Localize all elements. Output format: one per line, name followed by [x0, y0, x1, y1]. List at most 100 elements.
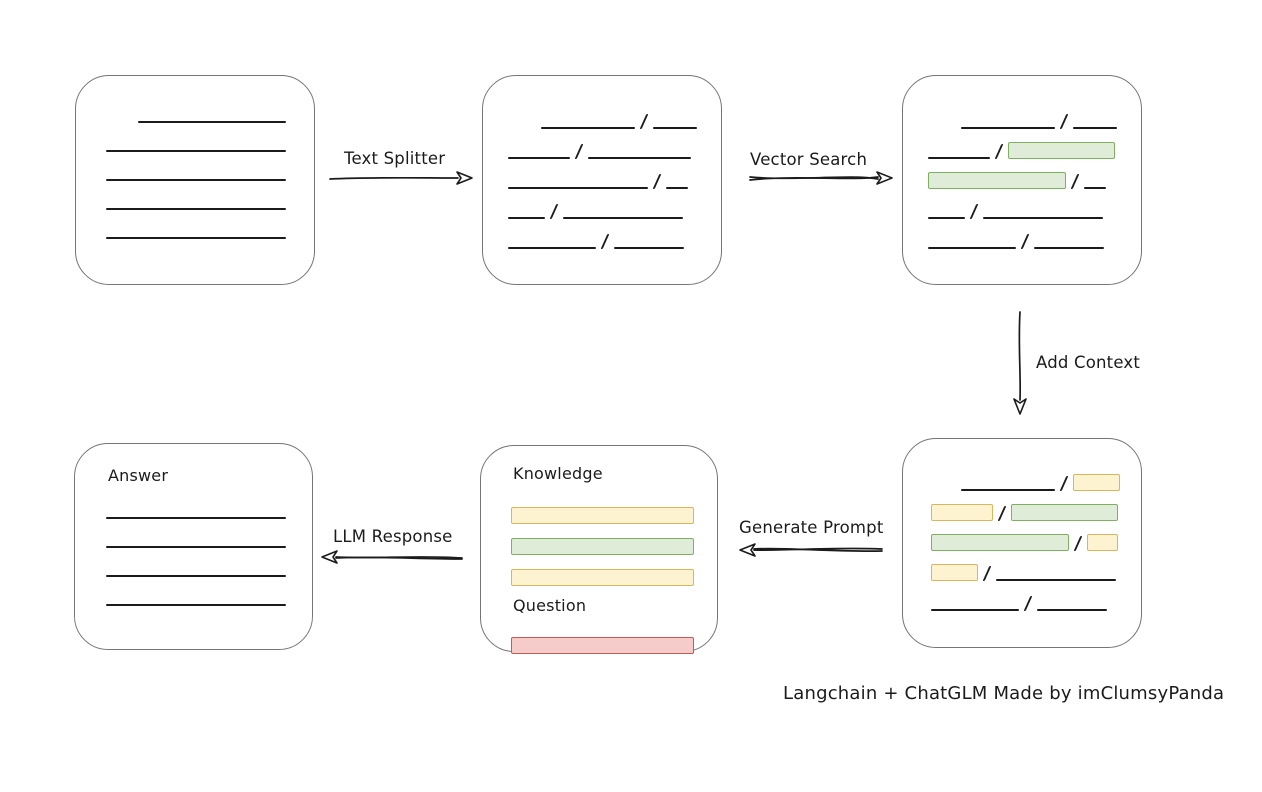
chunk-row — [928, 99, 1118, 129]
vector-search-label: Vector Search — [750, 150, 868, 169]
text-line — [996, 579, 1117, 581]
slash-separator — [639, 114, 649, 129]
question-title: Question — [513, 596, 587, 615]
text-line — [983, 217, 1104, 219]
yellow-highlight-block — [931, 564, 978, 581]
green-highlight-block — [1008, 142, 1116, 159]
text-line — [1073, 127, 1118, 129]
yellow-highlight-block — [1087, 534, 1119, 551]
green-highlight-block — [931, 534, 1069, 551]
answer-lines — [106, 490, 286, 606]
text-line — [106, 237, 286, 239]
text-line — [1037, 609, 1108, 611]
chunk-row — [931, 581, 1120, 611]
question-bars — [511, 623, 696, 654]
red-highlight-block — [511, 637, 694, 654]
knowledge-bars — [511, 493, 696, 586]
yellow-highlight-block — [511, 569, 694, 586]
chunk-row — [931, 521, 1120, 551]
text-splitter-label: Text Splitter — [344, 149, 446, 168]
text-line — [138, 121, 286, 123]
chunk-row — [106, 519, 286, 548]
chunk-row — [928, 129, 1117, 159]
chunk-row — [931, 491, 1120, 521]
yellow-highlight-block — [1073, 474, 1121, 491]
chunk-row — [511, 524, 696, 555]
text-line — [106, 517, 286, 519]
slash-separator — [969, 204, 979, 219]
text-splitter-arrow — [329, 171, 473, 185]
text-line — [928, 247, 1016, 249]
chunk-row — [931, 461, 1121, 491]
text-line — [563, 217, 684, 219]
chunk-row — [511, 623, 696, 654]
green-highlight-block — [928, 172, 1066, 189]
text-line — [928, 217, 965, 219]
yellow-highlight-block — [931, 504, 993, 521]
text-line — [106, 208, 286, 210]
vector-search-arrow — [749, 171, 893, 185]
green-highlight-block — [511, 538, 694, 555]
slash-separator — [1070, 174, 1080, 189]
chunk-row — [508, 219, 697, 249]
chunk-row — [106, 577, 286, 606]
node-context-chunks — [902, 438, 1142, 648]
text-line — [508, 187, 648, 189]
chunk-row — [511, 555, 696, 586]
answer-title: Answer — [108, 466, 169, 485]
context-chunks-rows — [931, 461, 1121, 611]
llm-response-arrow — [321, 550, 463, 564]
slash-separator — [600, 234, 610, 249]
text-line — [106, 604, 286, 606]
chunk-row — [106, 181, 286, 210]
text-line — [961, 127, 1055, 129]
node-prompt: Knowledge Question — [480, 445, 718, 654]
text-line — [541, 127, 635, 129]
matched-chunks-rows — [928, 99, 1118, 249]
chunk-row — [508, 129, 697, 159]
slash-separator — [1059, 114, 1069, 129]
chunk-row — [511, 493, 696, 524]
node-split-chunks — [482, 75, 722, 285]
chunk-row — [928, 189, 1117, 219]
chunk-row — [928, 219, 1117, 249]
chunk-row — [106, 123, 286, 152]
chunk-row — [106, 152, 286, 181]
source-document-lines — [106, 94, 286, 239]
slash-separator — [652, 174, 662, 189]
text-line — [666, 187, 689, 189]
slash-separator — [574, 144, 584, 159]
text-line — [106, 150, 286, 152]
credit-text: Langchain + ChatGLM Made by imClumsyPand… — [783, 683, 1225, 704]
slash-separator — [994, 144, 1004, 159]
chunk-row — [106, 210, 286, 239]
generate-prompt-arrow — [739, 543, 883, 557]
text-line — [614, 247, 685, 249]
slash-separator — [549, 204, 559, 219]
text-line — [106, 575, 286, 577]
slash-separator — [997, 506, 1007, 521]
text-line — [961, 489, 1055, 491]
chunk-row — [508, 159, 697, 189]
text-line — [1084, 187, 1107, 189]
prompt-stack: Knowledge Question — [511, 464, 696, 654]
text-line — [106, 546, 286, 548]
chunk-row — [106, 548, 286, 577]
text-line — [1034, 247, 1105, 249]
split-chunks-rows — [508, 99, 698, 249]
llm-response-label: LLM Response — [333, 527, 453, 546]
text-line — [106, 179, 286, 181]
slash-separator — [982, 566, 992, 581]
add-context-arrow — [1013, 311, 1027, 415]
text-line — [508, 247, 596, 249]
slash-separator — [1059, 476, 1069, 491]
text-line — [588, 157, 692, 159]
slash-separator — [1023, 596, 1033, 611]
generate-prompt-label: Generate Prompt — [739, 518, 884, 537]
chunk-row — [106, 94, 286, 123]
chunk-row — [508, 99, 698, 129]
slash-separator — [1020, 234, 1030, 249]
chunk-row — [508, 189, 697, 219]
node-source-document — [75, 75, 315, 285]
